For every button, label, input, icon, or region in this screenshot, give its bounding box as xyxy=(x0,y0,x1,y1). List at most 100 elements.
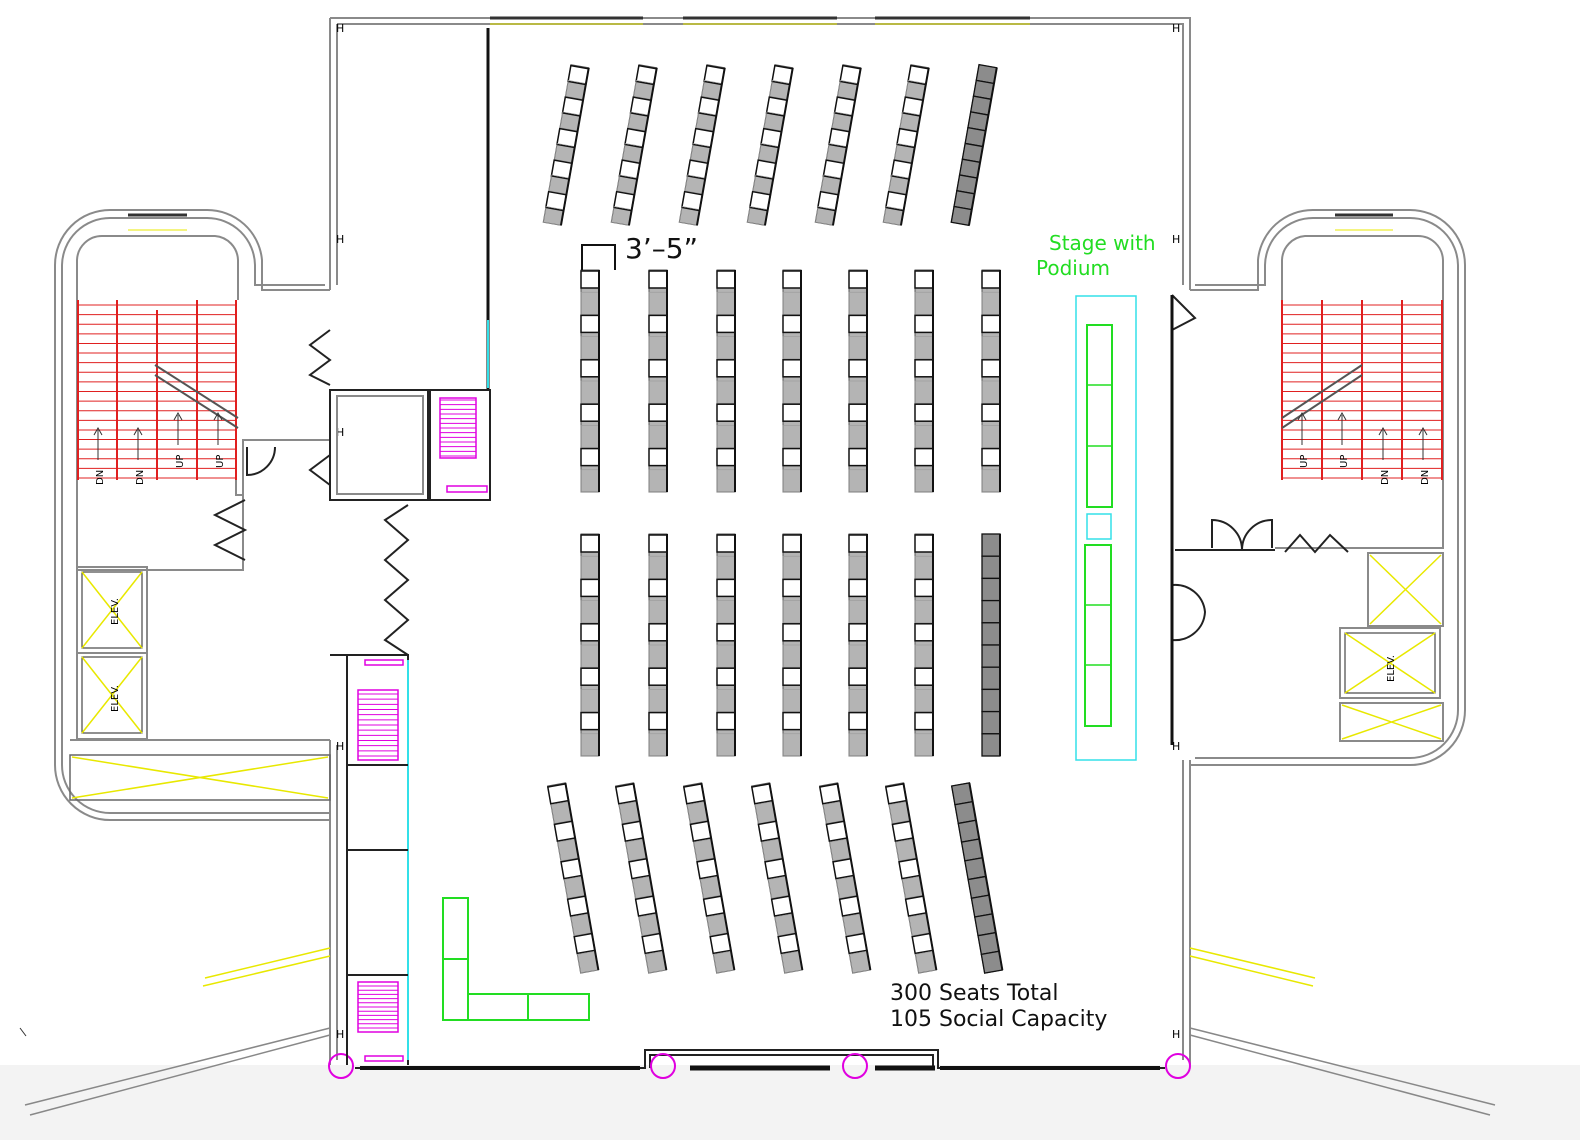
podium xyxy=(1086,513,1112,540)
chair xyxy=(716,403,736,422)
seat-row xyxy=(542,64,590,226)
corner-columns xyxy=(328,1053,1191,1079)
chair xyxy=(981,733,1001,757)
chair xyxy=(782,623,802,642)
dimension-label: 3’–5” xyxy=(625,232,698,265)
chair xyxy=(580,403,600,422)
chair xyxy=(580,534,600,553)
seat-row xyxy=(950,63,998,227)
chair xyxy=(716,667,736,686)
chair xyxy=(914,403,934,422)
seat-row xyxy=(818,782,872,974)
chair xyxy=(981,270,1001,289)
chair xyxy=(981,710,1001,735)
chair xyxy=(848,623,868,642)
stair-up-label: UP xyxy=(215,455,226,468)
chair xyxy=(848,534,868,553)
seat-row xyxy=(848,533,868,757)
seat-row xyxy=(682,782,736,974)
stage-label-podium: Podium xyxy=(1036,256,1110,280)
seat-row xyxy=(678,64,726,226)
stair-dn-label: DN xyxy=(95,470,106,485)
column-mark: H xyxy=(1172,1028,1180,1041)
column-mark: H xyxy=(336,1028,344,1041)
column-marks: H H H H H H H H H xyxy=(336,22,1180,1041)
chair xyxy=(914,359,934,378)
chair xyxy=(648,270,668,289)
stair-dn-label: DN xyxy=(1420,470,1431,485)
stage-platform-lower xyxy=(1084,544,1112,727)
right-stair-tower: UP UP DN DN ELEV. xyxy=(1170,208,1466,766)
chair xyxy=(914,314,934,334)
column-mark: H xyxy=(336,426,344,439)
column-mark: H xyxy=(1172,22,1180,35)
chair xyxy=(782,314,802,334)
chair xyxy=(981,622,1001,646)
elevator-label: ELEV. xyxy=(1386,655,1397,682)
chair xyxy=(848,667,868,686)
column-mark: H xyxy=(1172,740,1180,753)
seats-total-label: 300 Seats Total xyxy=(890,981,1058,1006)
left-stair-tower: DN DN UP UP ELEV. ELEV. xyxy=(54,208,331,821)
chair xyxy=(648,711,668,731)
chair xyxy=(848,578,868,598)
chair xyxy=(648,623,668,642)
seat-row xyxy=(580,269,600,493)
seat-row xyxy=(648,533,668,757)
chair xyxy=(580,447,600,467)
dimension-marker: 3’–5” xyxy=(581,232,698,270)
chair xyxy=(848,403,868,422)
column-mark: H xyxy=(336,740,344,753)
seat-row xyxy=(716,533,736,757)
chair xyxy=(580,359,600,378)
chair xyxy=(848,270,868,289)
bottom-band xyxy=(0,1065,1580,1140)
seat-row xyxy=(614,782,668,974)
chair xyxy=(782,270,802,289)
chair xyxy=(981,555,1001,580)
seat-row xyxy=(914,533,934,757)
column-mark: H xyxy=(1172,233,1180,246)
seat-row xyxy=(814,64,862,226)
seat-row xyxy=(884,782,938,974)
chair xyxy=(981,359,1001,378)
seat-row xyxy=(750,782,804,974)
seat-row xyxy=(610,64,658,226)
chair xyxy=(580,314,600,334)
stage-label: Stage with xyxy=(1049,231,1156,255)
chair xyxy=(782,359,802,378)
chair xyxy=(648,534,668,553)
chair xyxy=(782,711,802,731)
seat-row xyxy=(914,269,934,493)
chair xyxy=(716,270,736,289)
seat-row xyxy=(782,269,802,493)
column-mark: H xyxy=(336,22,344,35)
chair xyxy=(782,447,802,467)
stage: Stage with Podium xyxy=(1036,231,1156,761)
seat-row xyxy=(782,533,802,757)
seat-row xyxy=(546,782,600,974)
chair xyxy=(848,447,868,467)
chair xyxy=(981,688,1001,713)
chair xyxy=(648,359,668,378)
chair xyxy=(848,359,868,378)
elevator-label: ELEV. xyxy=(110,598,121,625)
chair xyxy=(981,577,1001,602)
chair xyxy=(716,711,736,731)
seat-row xyxy=(746,64,794,226)
chair xyxy=(716,359,736,378)
chair xyxy=(914,270,934,289)
chair xyxy=(914,623,934,642)
stage-outline xyxy=(1075,295,1137,761)
chair xyxy=(848,314,868,334)
chair xyxy=(914,534,934,553)
stair-dn-label: DN xyxy=(135,470,146,485)
chair xyxy=(716,447,736,467)
seat-row xyxy=(981,269,1001,493)
chair xyxy=(981,403,1001,422)
chair xyxy=(981,447,1001,467)
chair xyxy=(580,270,600,289)
chair xyxy=(716,623,736,642)
chair xyxy=(716,534,736,553)
